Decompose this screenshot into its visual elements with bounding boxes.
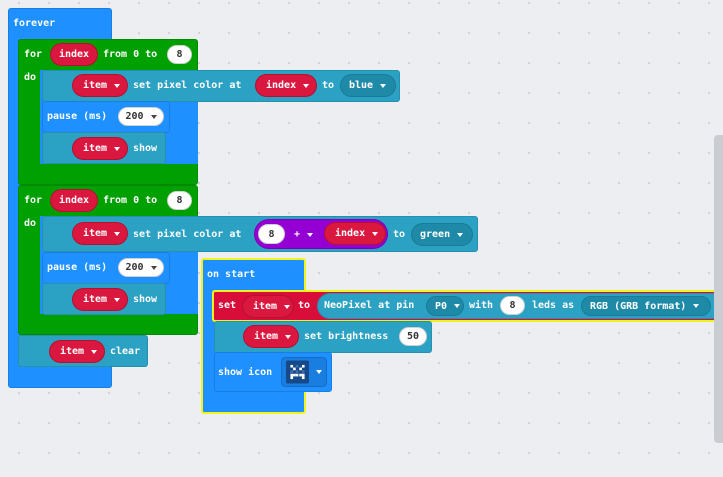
show-label: show [133,294,158,305]
pause-label: pause (ms) [47,111,108,122]
on-start-label: on start [207,269,256,280]
set-brightness-label: set brightness [304,331,389,342]
color-dropdown[interactable]: green [411,223,473,246]
color-dropdown[interactable]: blue [340,74,396,97]
item-var-dropdown[interactable]: item [72,288,128,311]
show-icon-label: show icon [218,367,273,378]
loop-var-index[interactable]: index [50,189,98,212]
led-format-dropdown[interactable]: RGB (GRB format) [581,296,711,316]
item-var-dropdown[interactable]: item [72,137,128,160]
show-label: show [133,143,158,154]
item-var-dropdown[interactable]: item [243,325,299,348]
set-pixel-color-label: set pixel color at [133,80,242,91]
clear-label: clear [110,346,141,357]
for-label: for [24,49,43,60]
operator-dropdown[interactable]: + [294,229,314,241]
to-label: to [298,300,311,311]
loop-limit-field[interactable]: 8 [167,45,192,64]
neopixel-at-pin-label: NeoPixel at pin [324,300,415,311]
set-pixel-color-label: set pixel color at [133,229,242,240]
from-to-label: from 0 to [103,195,158,206]
loop-limit-field[interactable]: 8 [167,191,192,210]
do-label: do [24,218,37,229]
leds-count-field[interactable]: 8 [500,296,525,315]
item-var-dropdown[interactable]: item [49,340,105,363]
item-var-dropdown[interactable]: item [72,222,128,245]
set-label: set [218,300,237,311]
pin-dropdown[interactable]: P0 [426,296,464,316]
brightness-value-field[interactable]: 50 [399,327,427,346]
item-var-dropdown[interactable]: item [72,74,128,97]
to-label: to [322,80,335,91]
forever-label: forever [13,18,56,29]
to-label: to [393,229,406,240]
vertical-scrollbar[interactable] [714,135,723,443]
sad-face-icon [286,360,309,384]
index-var-dropdown[interactable]: index [324,222,386,245]
with-label: with [469,300,494,311]
leds-as-label: leds as [532,300,575,311]
item-var-dropdown[interactable]: item [242,295,294,318]
index-var-dropdown[interactable]: index [255,74,317,97]
do-label: do [24,72,37,83]
from-to-label: from 0 to [103,49,158,60]
icon-dropdown[interactable] [281,357,327,387]
pause-duration-dropdown[interactable]: 200 [118,258,164,277]
add-left-operand[interactable]: 8 [258,224,285,244]
pause-label: pause (ms) [47,262,108,273]
for-label: for [24,195,43,206]
pause-duration-dropdown[interactable]: 200 [118,107,164,126]
loop-var-index[interactable]: index [50,43,98,66]
